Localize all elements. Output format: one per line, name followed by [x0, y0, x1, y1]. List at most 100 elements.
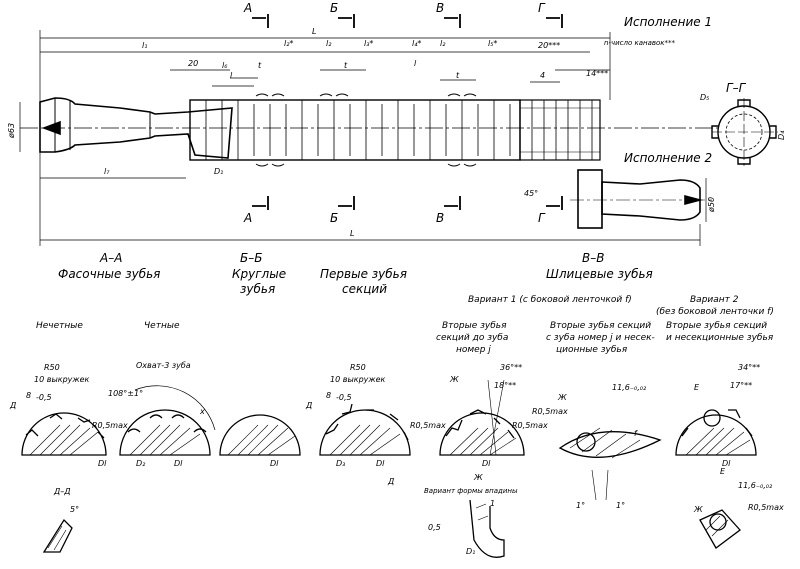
label-8-aa: 8 [26, 391, 32, 400]
first-teeth-label-2: секций [342, 282, 387, 296]
section-bb-subtitle-1: Круглые [232, 267, 287, 281]
label-10-vykruzhek-first: 10 выкружек [330, 375, 386, 384]
label-36deg: 36°** [500, 363, 523, 372]
label-1deg-left: 1° [576, 501, 586, 510]
variant-1-label: Вариант 1 (с боковой ленточкой f) [468, 295, 632, 305]
label-18deg: 18°** [494, 381, 517, 390]
variant-2-label: Вариант 2 [690, 295, 739, 305]
label-r05-first: R0,5max [410, 421, 446, 430]
label-dl-bb: Dl [270, 459, 279, 468]
grooves-note: n-число канавок*** [604, 39, 675, 47]
label-05-zh: 0,5 [428, 523, 441, 532]
label-116-v1b: 11,6₋₀,₀₂ [612, 383, 647, 392]
section-bb-title: Б–Б [240, 251, 263, 265]
label-zh-detail: Ж [474, 473, 483, 482]
col3-line2: и несекционные зубья [666, 333, 774, 343]
detail-dd [42, 518, 73, 553]
dim-l-2: l [414, 59, 417, 68]
label-cover: Охват-3 зуба [136, 361, 191, 370]
label-116-e: 11,6₋₀,₀₂ [738, 481, 773, 490]
label-r50-first: R50 [350, 363, 366, 372]
detail-bb [219, 414, 301, 456]
label-d1-zh: D₁ [466, 547, 476, 556]
even-teeth-label: Четные [144, 321, 180, 331]
dim-d50: ø50 [707, 196, 716, 212]
label-dl-first: Dl [376, 459, 385, 468]
col3-line1: Вторые зубья секций [666, 321, 768, 331]
detail-aa-odd [21, 412, 107, 456]
execution-1-label: Исполнение 1 [624, 15, 713, 29]
label-5deg: 5° [70, 505, 80, 514]
dim-l2: l₂ [326, 39, 332, 48]
label-e-v2: Е [694, 383, 700, 392]
dim-l1: l₁ [142, 41, 148, 50]
section-vv-subtitle: Шлицевые зубья [546, 267, 653, 281]
section-bb-subtitle-2: зубья [240, 282, 276, 296]
label-f: f [634, 429, 637, 438]
dimension-lines [19, 30, 707, 246]
label-1deg-right: 1° [616, 501, 626, 510]
spline-section [519, 99, 601, 161]
col2-line3: ционные зубья [556, 345, 628, 355]
label-zh-v1: Ж [450, 375, 459, 384]
dim-d63: ø63 [7, 122, 16, 138]
label-zh-v1b: Ж [558, 393, 567, 402]
detail-aa-even [119, 385, 216, 456]
section-gg-title: Г–Г [726, 81, 746, 95]
section-vv-title: В–В [582, 251, 605, 265]
section-aa-subtitle: Фасочные зубья [58, 267, 161, 281]
variant-2-sublabel: (без боковой ленточки f) [656, 307, 774, 317]
label-d-first: Д [306, 401, 313, 410]
label-dl-aa: Dl [98, 459, 107, 468]
detail-spline-variant1b [558, 427, 662, 501]
cut-a-bottom: А [244, 211, 253, 225]
cut-g-top: Г [538, 1, 545, 15]
cut-a-top: А [244, 1, 253, 15]
detail-spline-variant1a [439, 379, 525, 456]
dim-l7: l₇ [104, 167, 110, 176]
dim-L-bottom: L [350, 229, 355, 238]
col2-line2: с зуба номер j и несек- [546, 333, 655, 343]
label-r05-e: R0,5max [748, 503, 784, 512]
cut-b-bottom: Б [330, 211, 339, 225]
label-dl-v1: Dl [482, 459, 491, 468]
label-r05-v1: R0,5max [512, 421, 548, 430]
first-teeth-label-1: Первые зубья [320, 267, 407, 281]
dim-4: 4 [540, 71, 546, 80]
odd-teeth-label: Нечетные [36, 321, 83, 331]
label-dl-v2: Dl [722, 459, 731, 468]
dim-l5s: l₅* [488, 39, 498, 48]
section-cut-marks [252, 14, 563, 210]
col2-line1: Вторые зубья секций [550, 321, 652, 331]
dim-20: 20 [188, 59, 199, 68]
label-x: x [200, 407, 205, 416]
dim-L-top: L [312, 27, 317, 36]
dim-20s: 20*** [538, 41, 561, 50]
col1-line3: номер j [456, 345, 491, 355]
label-108deg: 108°±1° [108, 389, 144, 398]
col1-line1: Вторые зубья [442, 321, 507, 331]
label-34deg: 34°** [738, 363, 761, 372]
label-minus05-aa: -0,5 [36, 393, 52, 402]
label-17deg: 17°** [730, 381, 753, 390]
col1-line2: секций до зуба [436, 333, 509, 343]
cut-v-bottom: В [436, 211, 445, 225]
label-e-detail: Е [720, 467, 726, 476]
dim-14s: 14*** [586, 69, 609, 78]
detail-zh [469, 499, 505, 558]
label-d-first-bottom: Д [388, 477, 395, 486]
dim-l2-second: l₂ [440, 39, 446, 48]
execution-2-label: Исполнение 2 [624, 151, 713, 165]
dim-l3s: l₃* [364, 39, 374, 48]
dim-D5: D₅ [700, 93, 710, 102]
label-dd: Д–Д [54, 487, 71, 496]
label-zh-e: Ж [694, 505, 703, 514]
label-r05-aa: R0,5max [92, 421, 128, 430]
cut-v-top: В [436, 1, 445, 15]
label-d2: D₂ [136, 459, 146, 468]
dim-45deg: 45° [524, 189, 539, 198]
section-g-g [711, 98, 778, 166]
dim-l2s: l₂* [284, 39, 294, 48]
broach-teeth-body [189, 93, 521, 167]
